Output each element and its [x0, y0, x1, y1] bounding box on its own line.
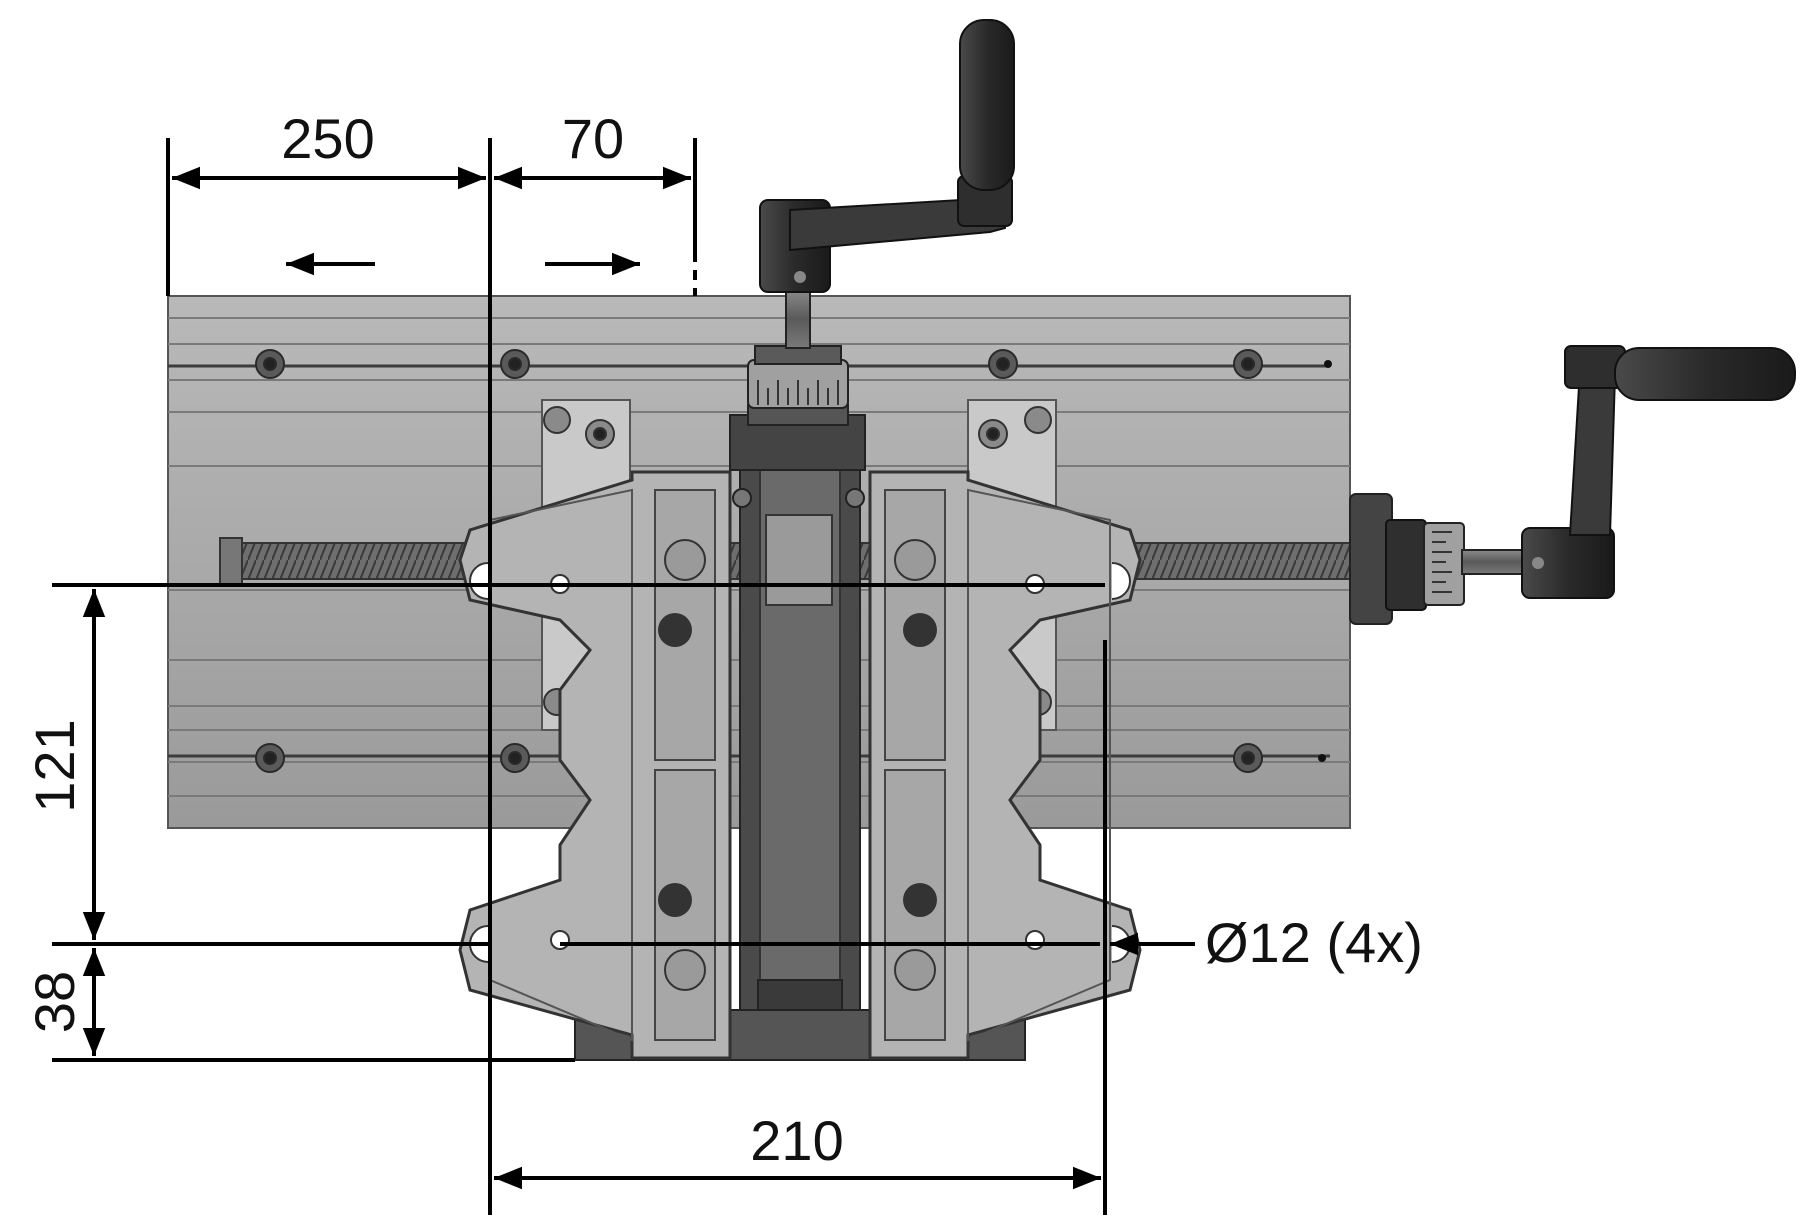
center-slide: [739, 469, 861, 1051]
top-nut-block: [729, 404, 866, 508]
dimension-lines: [52, 138, 1195, 1215]
dimension-210: 210: [750, 1109, 843, 1172]
dimension-121: 121: [23, 719, 86, 812]
dimension-38: 38: [23, 971, 86, 1033]
dimension-70: 70: [562, 107, 624, 170]
dimension-250: 250: [281, 107, 374, 170]
left-jaw: [458, 470, 732, 1060]
hole-diameter-callout: Ø12 (4x): [1205, 911, 1423, 974]
right-jaw: [868, 470, 1142, 1060]
top-crank-handle[interactable]: [747, 19, 1015, 409]
right-crank-handle[interactable]: [1349, 345, 1796, 625]
rail-bolts: [255, 349, 1332, 773]
